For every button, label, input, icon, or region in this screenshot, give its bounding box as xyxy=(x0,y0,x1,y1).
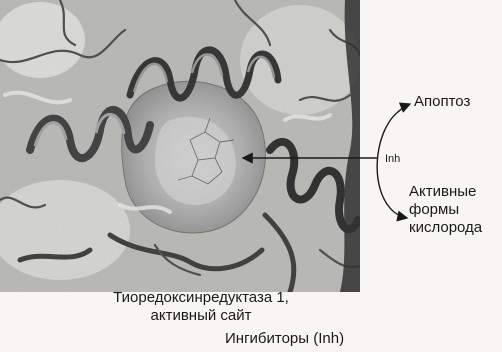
ros-label: Активные формы кислорода xyxy=(409,183,482,237)
ros-label-line-3: кислорода xyxy=(409,219,482,237)
enzyme-caption-line-1: Тиоредоксинредуктаза 1, xyxy=(96,289,306,307)
enzyme-caption: Тиоредоксинредуктаза 1, активный сайт xyxy=(96,289,306,326)
inhibitors-caption: Ингибиторы (Inh) xyxy=(225,330,344,347)
scan-grain xyxy=(0,0,360,292)
apoptosis-label: Апоптоз xyxy=(414,93,470,110)
protein-structure-image xyxy=(0,0,360,292)
ros-label-line-1: Активные xyxy=(409,183,482,201)
protein-ribbon-illustration xyxy=(0,0,360,292)
enzyme-caption-line-2: активный сайт xyxy=(96,307,306,325)
inh-label: Inh xyxy=(385,153,400,166)
ros-label-line-2: формы xyxy=(409,201,482,219)
